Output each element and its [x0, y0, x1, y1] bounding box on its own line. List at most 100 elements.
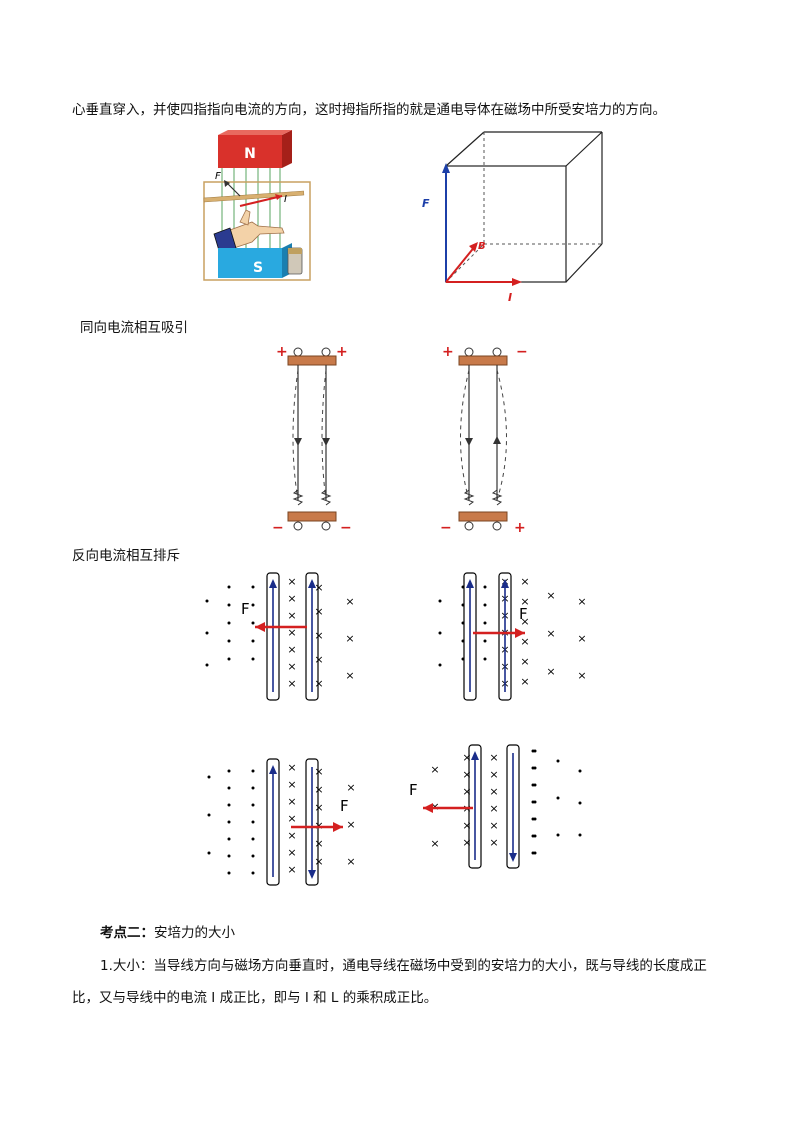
- svg-text:+: +: [442, 344, 454, 360]
- field-cross: ×: [287, 609, 296, 622]
- field-cross: ×: [462, 751, 471, 764]
- current-arrowhead: [501, 579, 509, 588]
- wire: [266, 572, 280, 701]
- field-cross: ×: [314, 819, 323, 832]
- field-cross: ×: [489, 802, 498, 815]
- field-cross: ×: [314, 605, 323, 618]
- field-dot: [251, 837, 255, 841]
- field-cross: ×: [345, 595, 354, 608]
- parallel-wires-figure: + + − − + − − +: [272, 344, 528, 536]
- field-dot: [227, 837, 231, 841]
- field-dot: [533, 834, 537, 838]
- field-dot: [533, 817, 537, 821]
- field-cross: ×: [287, 677, 296, 690]
- field-dot: [251, 603, 255, 607]
- field-dot: [251, 769, 255, 773]
- current-arrowhead: [471, 751, 479, 760]
- field-dot: [533, 851, 537, 855]
- field-dot: [207, 851, 211, 855]
- field-cross: ×: [462, 785, 471, 798]
- cube-current-label: I: [508, 291, 512, 304]
- force-arrowhead: [423, 803, 433, 813]
- wire: [463, 572, 477, 701]
- field-dot: [438, 599, 442, 603]
- field-cross: ×: [345, 632, 354, 645]
- field-dot: [483, 639, 487, 643]
- force-label: F: [409, 781, 418, 799]
- field-dot: [438, 663, 442, 667]
- field-dot: [227, 803, 231, 807]
- field-cross: ×: [520, 635, 529, 648]
- field-cross: ×: [577, 669, 586, 682]
- svg-text:+: +: [276, 344, 288, 360]
- field-dot: [251, 639, 255, 643]
- field-dot: [227, 820, 231, 824]
- field-dot: [533, 800, 537, 804]
- field-cross: ×: [489, 785, 498, 798]
- force-arrowhead: [515, 628, 525, 638]
- cube-figure: F I B: [422, 131, 603, 304]
- field-dot: [227, 786, 231, 790]
- field-dot: [578, 801, 582, 805]
- field-cross: ×: [314, 629, 323, 642]
- field-cross: ×: [314, 653, 323, 666]
- field-dot: [483, 603, 487, 607]
- opposite-direction-apparatus: + − − +: [440, 344, 528, 536]
- cube-force-label: F: [422, 197, 430, 210]
- current-arrow: [239, 195, 283, 207]
- field-cross: ×: [287, 643, 296, 656]
- field-dot: [533, 783, 537, 787]
- field-dot: [251, 854, 255, 858]
- field-cross: ×: [287, 575, 296, 588]
- field-cross: ×: [314, 765, 323, 778]
- section-heading-prefix: 考点二：: [100, 925, 154, 941]
- svg-text:−: −: [440, 520, 452, 536]
- field-cross: ×: [287, 863, 296, 876]
- field-dot: [578, 769, 582, 773]
- svg-text:+: +: [514, 520, 526, 536]
- field-cross: ×: [287, 761, 296, 774]
- field-cross: ×: [577, 632, 586, 645]
- svg-text:+: +: [336, 344, 348, 360]
- field-dot: [251, 657, 255, 661]
- field-cross: ×: [287, 778, 296, 791]
- field-dot: [227, 769, 231, 773]
- field-cross: ×: [520, 675, 529, 688]
- field-dot: [227, 603, 231, 607]
- field-dot: [205, 663, 209, 667]
- field-cross: ×: [546, 665, 555, 678]
- current-arrowhead: [509, 853, 517, 862]
- left-hand-rule-figure: N I F S: [203, 130, 311, 281]
- field-cross: ×: [489, 751, 498, 764]
- left-hand: [229, 221, 285, 249]
- field-cross: ×: [287, 592, 296, 605]
- caption-attract: 同向电流相互吸引: [80, 320, 188, 336]
- field-cross: ×: [520, 575, 529, 588]
- field-cross: ×: [430, 800, 439, 813]
- field-cross: ×: [287, 846, 296, 859]
- field-cross: ×: [577, 595, 586, 608]
- section-heading: 考点二：安培力的大小: [100, 923, 235, 943]
- cube-field-label: B: [478, 241, 486, 252]
- field-dot: [227, 657, 231, 661]
- field-cross: ×: [520, 655, 529, 668]
- field-cross: ×: [314, 677, 323, 690]
- section-heading-title: 安培力的大小: [154, 925, 235, 941]
- svg-text:−: −: [516, 344, 528, 360]
- field-cross: ×: [462, 836, 471, 849]
- field-cross: ×: [462, 819, 471, 832]
- field-dot: [578, 833, 582, 837]
- svg-text:−: −: [272, 520, 284, 536]
- b-axis: [445, 244, 477, 283]
- south-label: S: [253, 260, 263, 276]
- field-dot: [227, 854, 231, 858]
- field-cross: ×: [546, 627, 555, 640]
- current-arrowhead: [269, 579, 277, 588]
- field-dot: [205, 599, 209, 603]
- field-dot: [483, 657, 487, 661]
- force-label: F: [215, 171, 221, 182]
- current-arrowhead: [466, 579, 474, 588]
- field-cross: ×: [489, 836, 498, 849]
- wire: [506, 744, 520, 869]
- field-dot: [533, 766, 537, 770]
